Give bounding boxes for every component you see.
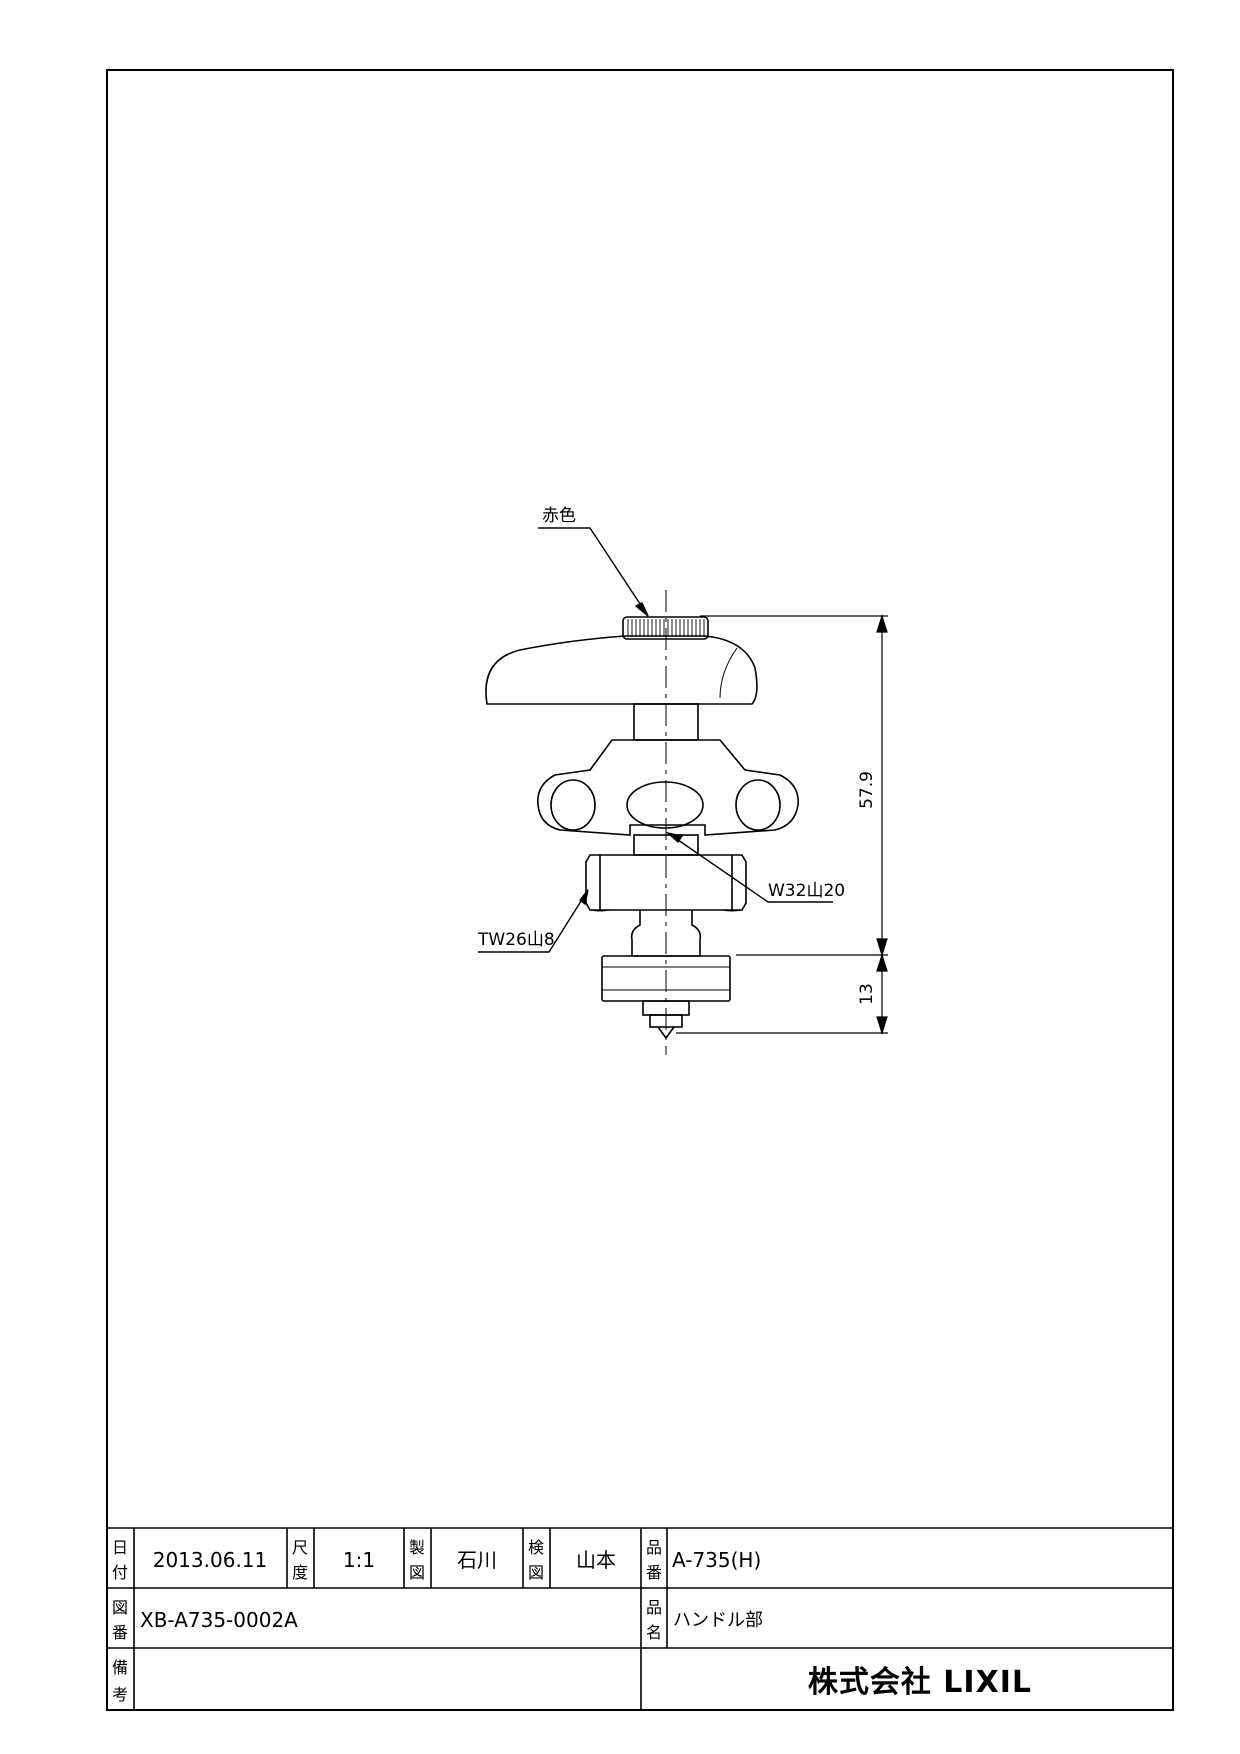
label-part-no-1: 品	[646, 1538, 662, 1557]
label-part-name-2: 名	[646, 1623, 662, 1642]
callouts	[478, 527, 833, 953]
label-checked-1: 検	[528, 1538, 544, 1557]
label-part-no-2: 番	[646, 1563, 662, 1582]
part-drawing	[485, 590, 799, 1055]
hex-nut	[585, 854, 747, 912]
date-value: 2013.06.11	[153, 1548, 268, 1572]
part-name-value: ハンドル部	[673, 1610, 763, 1631]
label-scale-1: 尺	[292, 1538, 308, 1557]
title-block	[107, 1527, 1173, 1710]
label-date-2: 付	[112, 1563, 128, 1582]
dimension-overall-height: 57.9	[857, 771, 877, 809]
label-date-1: 日	[112, 1538, 128, 1557]
label-checked-2: 図	[528, 1563, 544, 1582]
checked-value: 山本	[576, 1548, 616, 1572]
callout-thread-tw: TW26山8	[477, 930, 555, 950]
drawn-value: 石川	[457, 1548, 497, 1572]
dimensions	[676, 613, 888, 1036]
left-knob	[550, 779, 596, 831]
label-drawn-2: 図	[409, 1563, 425, 1582]
company-name: 株式会社 LIXIL	[808, 1665, 1032, 1700]
label-part-name-1: 品	[646, 1598, 662, 1617]
label-drawing-no-2: 番	[112, 1623, 128, 1642]
label-drawing-no-1: 図	[112, 1598, 128, 1617]
right-knob	[735, 779, 781, 831]
handle-dome	[485, 635, 758, 705]
label-remarks-1: 備	[112, 1658, 128, 1677]
center-oval	[626, 781, 704, 829]
drawing-frame	[106, 69, 1174, 1711]
label-remarks-2: 考	[112, 1685, 128, 1704]
label-drawn-1: 製	[409, 1538, 425, 1557]
drawing-no-value: XB-A735-0002A	[140, 1608, 298, 1632]
callout-thread-w: W32山20	[768, 881, 845, 901]
wing-body	[537, 739, 799, 836]
callout-color-note: 赤色	[542, 506, 576, 526]
scale-value: 1:1	[343, 1548, 375, 1572]
part-no-value: A-735(H)	[672, 1548, 761, 1572]
dimension-lower-height: 13	[857, 983, 877, 1005]
label-scale-2: 度	[292, 1563, 308, 1582]
